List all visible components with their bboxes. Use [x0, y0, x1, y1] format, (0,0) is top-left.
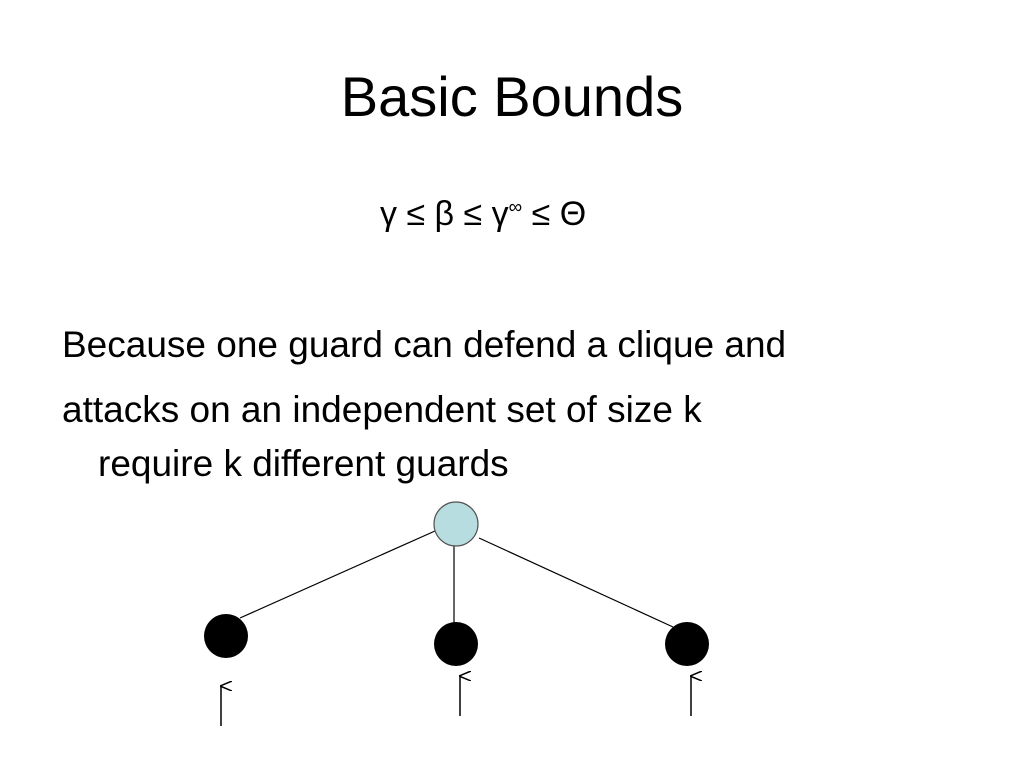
bullet-clique: Because one guard can defend a clique an… — [62, 318, 786, 372]
leaf-node-right — [665, 622, 709, 666]
formula-superscript-infinity: ∞ — [508, 197, 523, 218]
bounds-formula: γ ≤ β ≤ γ∞ ≤ Θ — [380, 190, 700, 238]
formula-tail: ≤ Θ — [522, 195, 587, 233]
formula-main: γ ≤ β ≤ γ — [380, 195, 509, 233]
top-node — [433, 501, 479, 547]
leaf-node-middle — [434, 622, 478, 666]
bullet-independent-set-line2: require k different guards — [98, 443, 509, 484]
leaf-node-left — [204, 614, 248, 658]
edge-top-right — [478, 537, 674, 628]
bullet-independent-set: attacks on an independent set of size k … — [62, 383, 702, 491]
edge-top-left — [239, 530, 436, 619]
bullet-independent-set-line1: attacks on an independent set of size k — [62, 389, 702, 430]
slide-title: Basic Bounds — [340, 65, 684, 128]
bullet-clique-text: Because one guard can defend a clique an… — [62, 324, 787, 365]
